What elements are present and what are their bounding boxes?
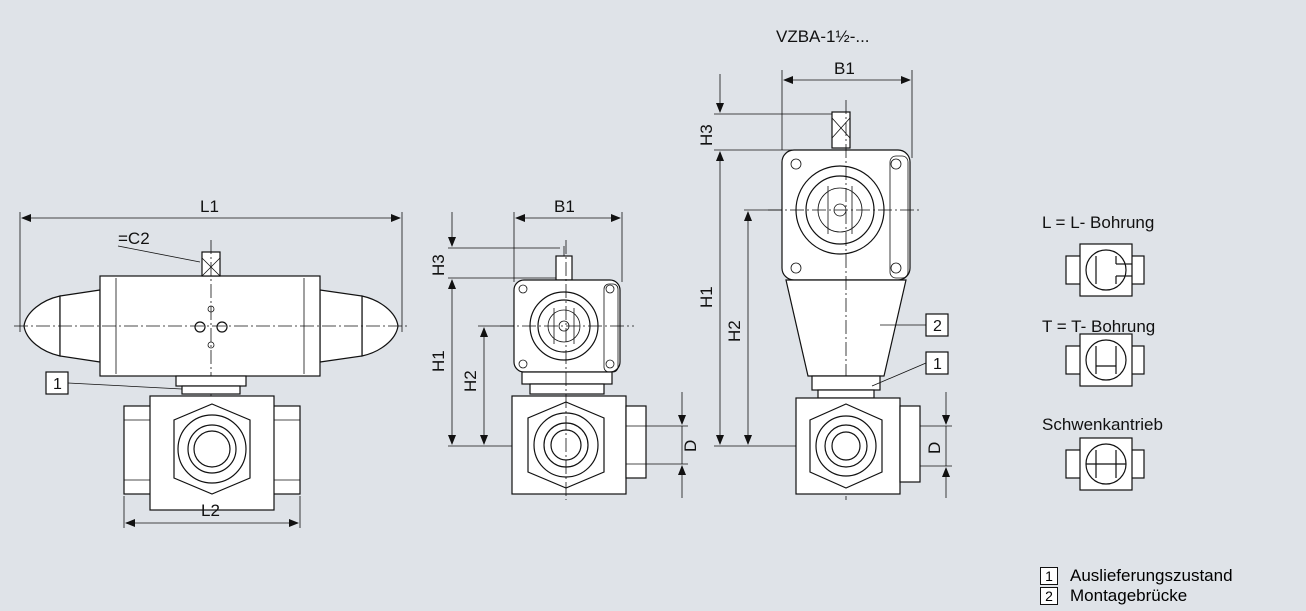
- bore-type-actuator-label: Schwenkantrieb: [1042, 415, 1163, 434]
- legend-2-label: Montagebrücke: [1070, 586, 1188, 605]
- bore-types-panel: L = L- Bohrung T = T- Bohrung Schwenkant…: [1042, 213, 1163, 491]
- dim-b1-label-vzba: B1: [834, 59, 855, 78]
- callout-2-label: 2: [933, 318, 942, 335]
- bore-type-t-label: T = T- Bohrung: [1042, 317, 1155, 336]
- bore-type-l-label: L = L- Bohrung: [1042, 213, 1154, 232]
- legend-2-num-box: 2: [1040, 587, 1058, 605]
- legend-1-label: Auslieferungszustand: [1070, 566, 1233, 585]
- legend-row-1: 1 Auslieferungszustand: [1040, 566, 1233, 586]
- variant-title: VZBA-1½-...: [776, 27, 870, 46]
- dim-h2-label-vzba: H2: [725, 320, 744, 342]
- dim-h1-label-vzba: H1: [697, 286, 716, 308]
- dim-l1-label: L1: [200, 197, 219, 216]
- dim-d-label-vzba: D: [925, 442, 944, 454]
- view-actuator-side: L1 =C2 1: [14, 197, 410, 528]
- wrench-size-label: =C2: [118, 229, 150, 248]
- legend-1-num-box: 1: [1040, 567, 1058, 585]
- dim-h2-label-front: H2: [461, 370, 480, 392]
- dim-h1-label-front: H1: [429, 350, 448, 372]
- dim-l2-label: L2: [201, 501, 220, 520]
- view-actuator-front: B1 H3 H1 H2: [429, 197, 700, 500]
- bore-t-symbol: [1065, 333, 1145, 387]
- dim-h3-label-vzba: H3: [697, 124, 716, 146]
- callout-1-label: 1: [53, 376, 62, 393]
- view-vzba-variant: VZBA-1½-... B1 H3 H1 H2: [697, 27, 952, 500]
- legend-row-2: 2 Montagebrücke: [1040, 586, 1187, 606]
- dim-d-label-front: D: [681, 440, 700, 452]
- dim-h3-label-front: H3: [429, 254, 448, 276]
- bore-l-symbol: [1065, 243, 1145, 297]
- dim-b1-label-front: B1: [554, 197, 575, 216]
- callout-1b-label: 1: [933, 356, 942, 373]
- bore-actuator-symbol: [1065, 437, 1145, 491]
